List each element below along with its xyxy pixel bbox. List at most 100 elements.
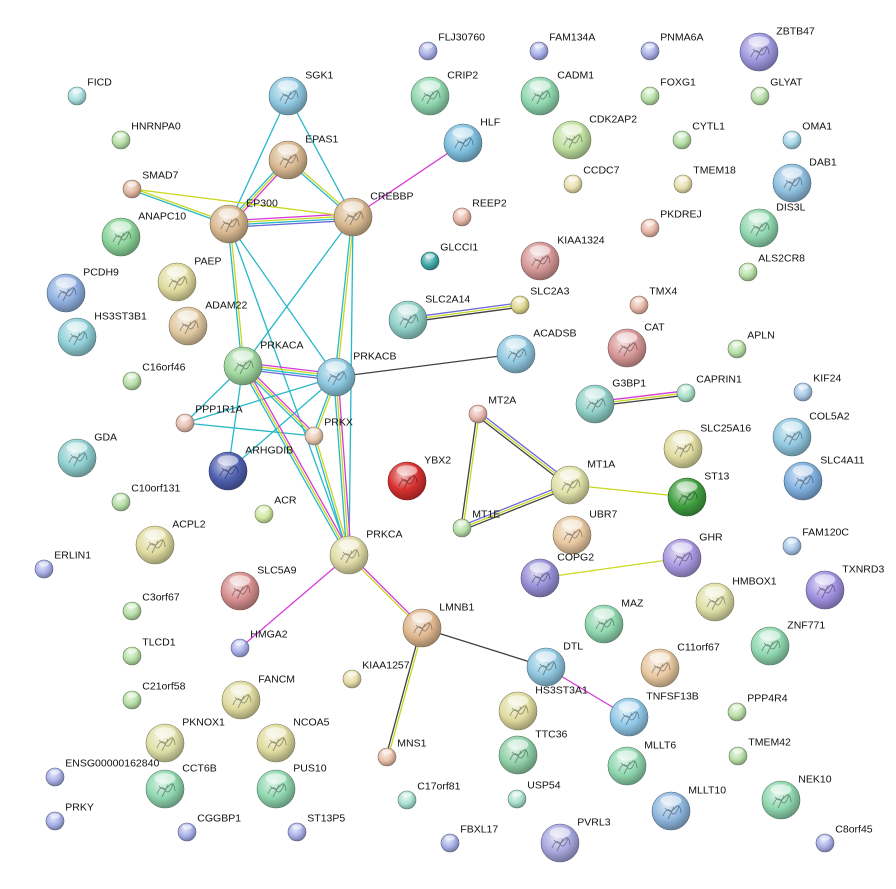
node-PNMA6A[interactable]: PNMA6A [640,32,703,61]
node-TLCD1[interactable]: TLCD1 [122,637,176,666]
node-PAEP[interactable]: PAEP [157,256,222,302]
node-MAZ[interactable]: MAZ [584,598,644,644]
edge-EP300-PRKACA[interactable] [227,223,245,367]
node-MNS1[interactable]: MNS1 [377,738,427,767]
node-ZNF771[interactable]: ZNF771 [750,620,825,666]
edge-MT1A-ST13[interactable] [569,484,688,498]
node-MT2A[interactable]: MT2A [468,395,516,424]
node-ANAPC10[interactable]: ANAPC10 [101,211,186,257]
node-FAM120C[interactable]: FAM120C [782,527,849,556]
node-ARHGDIB[interactable]: ARHGDIB [208,445,293,491]
node-COPG2[interactable]: COPG2 [520,552,594,598]
node-ACPL2[interactable]: ACPL2 [135,519,206,565]
edge-EP300-PRKACB[interactable] [228,223,337,378]
node-ST13[interactable]: ST13 [667,471,730,517]
node-PUS10[interactable]: PUS10 [256,763,327,809]
edge-PRKACB-PRKCA[interactable] [333,376,352,556]
edge-EP300-PRKCA[interactable] [228,223,350,556]
node-CGGBP1[interactable]: CGGBP1 [177,813,241,842]
node-ADAM22[interactable]: ADAM22 [168,300,247,346]
node-GLCCI1[interactable]: GLCCI1 [420,242,478,271]
node-SLC5A9[interactable]: SLC5A9 [220,565,297,611]
node-TMEM42[interactable]: TMEM42 [728,737,791,766]
node-SLC4A11[interactable]: SLC4A11 [783,455,865,501]
node-PKDREJ[interactable]: PKDREJ [640,209,702,238]
node-C21orf58[interactable]: C21orf58 [122,681,186,710]
node-HMGA2[interactable]: HMGA2 [230,629,288,658]
node-MLLT10[interactable]: MLLT10 [651,785,726,831]
node-GHR[interactable]: GHR [662,532,723,578]
node-ACR[interactable]: ACR [254,495,297,524]
node-G3BP1[interactable]: G3BP1 [575,378,646,424]
node-PRKX[interactable]: PRKX [304,417,353,446]
node-MLLT6[interactable]: MLLT6 [607,740,676,786]
node-EP300[interactable]: EP300 [209,198,278,244]
node-MT1A[interactable]: MT1A [550,459,615,505]
node-CADM1[interactable]: CADM1 [520,70,594,116]
node-PPP4R4[interactable]: PPP4R4 [727,693,788,722]
node-SGK1[interactable]: SGK1 [268,70,333,116]
node-KIAA1324[interactable]: KIAA1324 [520,235,605,281]
edge-COPG2-GHR[interactable] [539,557,683,579]
node-OMA1[interactable]: OMA1 [782,121,832,150]
node-ACADSB[interactable]: ACADSB [496,328,576,374]
node-ENSG00000162840[interactable]: ENSG00000162840 [45,758,159,787]
edge-PPP1R1A-PRKX[interactable] [184,422,315,437]
node-FLJ30760[interactable]: FLJ30760 [418,32,485,61]
node-USP54[interactable]: USP54 [507,780,561,809]
node-TMX4[interactable]: TMX4 [629,286,677,315]
node-LMNB1[interactable]: LMNB1 [402,602,474,648]
node-ST13P5[interactable]: ST13P5 [287,813,345,842]
node-C17orf81[interactable]: C17orf81 [397,781,461,810]
edge-CREBBP-PRKACA[interactable] [242,216,354,367]
node-GLYAT[interactable]: GLYAT [750,77,803,106]
edge-PRKX-PRKCA[interactable] [312,435,351,556]
node-NCOA5[interactable]: NCOA5 [256,717,330,763]
edge-LMNB1-MNS1[interactable] [385,627,424,758]
node-KIAA1257[interactable]: KIAA1257 [342,660,410,689]
node-CCT6B[interactable]: CCT6B [145,763,217,809]
node-EPAS1[interactable]: EPAS1 [268,134,339,180]
edge-PRKACB-ARHGDIB[interactable] [227,376,337,472]
node-DIS3L[interactable]: DIS3L [739,202,806,248]
node-CAPRIN1[interactable]: CAPRIN1 [676,374,742,403]
node-NEK10[interactable]: NEK10 [761,774,832,820]
node-C16orf46[interactable]: C16orf46 [122,362,186,391]
node-SLC2A3[interactable]: SLC2A3 [510,286,570,315]
node-PCDH9[interactable]: PCDH9 [46,267,119,313]
node-HS3ST3A1[interactable]: HS3ST3A1 [498,685,588,731]
edge-MT2A-MT1E[interactable] [460,413,480,529]
node-SLC2A14[interactable]: SLC2A14 [388,294,470,340]
node-C3orf67[interactable]: C3orf67 [122,592,180,621]
node-DTL[interactable]: DTL [526,641,583,687]
node-C8orf45[interactable]: C8orf45 [815,824,873,853]
node-HS3ST3B1[interactable]: HS3ST3B1 [57,311,147,357]
edge-LMNB1-DTL[interactable] [421,627,547,668]
edge-PRKCA-HMGA2[interactable] [239,554,350,649]
node-FBXL17[interactable]: FBXL17 [440,824,498,853]
node-PVRL3[interactable]: PVRL3 [540,817,611,863]
node-TNFSF13B[interactable]: TNFSF13B [609,691,699,737]
edge-PRKACB-ACADSB[interactable] [335,353,517,378]
node-KIF24[interactable]: KIF24 [793,373,841,402]
edge-MT1E-MT1A[interactable] [460,482,572,531]
node-CYTL1[interactable]: CYTL1 [672,121,725,150]
node-FANCM[interactable]: FANCM [221,674,295,720]
node-ZBTB47[interactable]: ZBTB47 [739,26,815,72]
node-HMBOX1[interactable]: HMBOX1 [695,576,777,622]
node-HNRNPA0[interactable]: HNRNPA0 [111,121,181,150]
node-DAB1[interactable]: DAB1 [772,157,837,203]
edge-SGK1-CREBBP[interactable] [287,95,354,218]
node-SLC25A16[interactable]: SLC25A16 [663,423,751,469]
edge-CREBBP-HLF[interactable] [352,142,464,218]
node-PKNOX1[interactable]: PKNOX1 [145,717,225,763]
node-PPP1R1A[interactable]: PPP1R1A [175,404,243,433]
node-CAT[interactable]: CAT [607,322,665,368]
edge-PRKACB-PPP1R1A[interactable] [184,376,337,424]
edge-SMAD7-CREBBP[interactable] [131,188,354,218]
node-GDA[interactable]: GDA [57,432,117,478]
node-ALS2CR8[interactable]: ALS2CR8 [738,253,805,282]
node-TXNRD3[interactable]: TXNRD3 [805,564,884,610]
edge-CREBBP-PRKACB[interactable] [334,216,355,378]
edge-MT2A-MT1A[interactable] [476,411,572,488]
